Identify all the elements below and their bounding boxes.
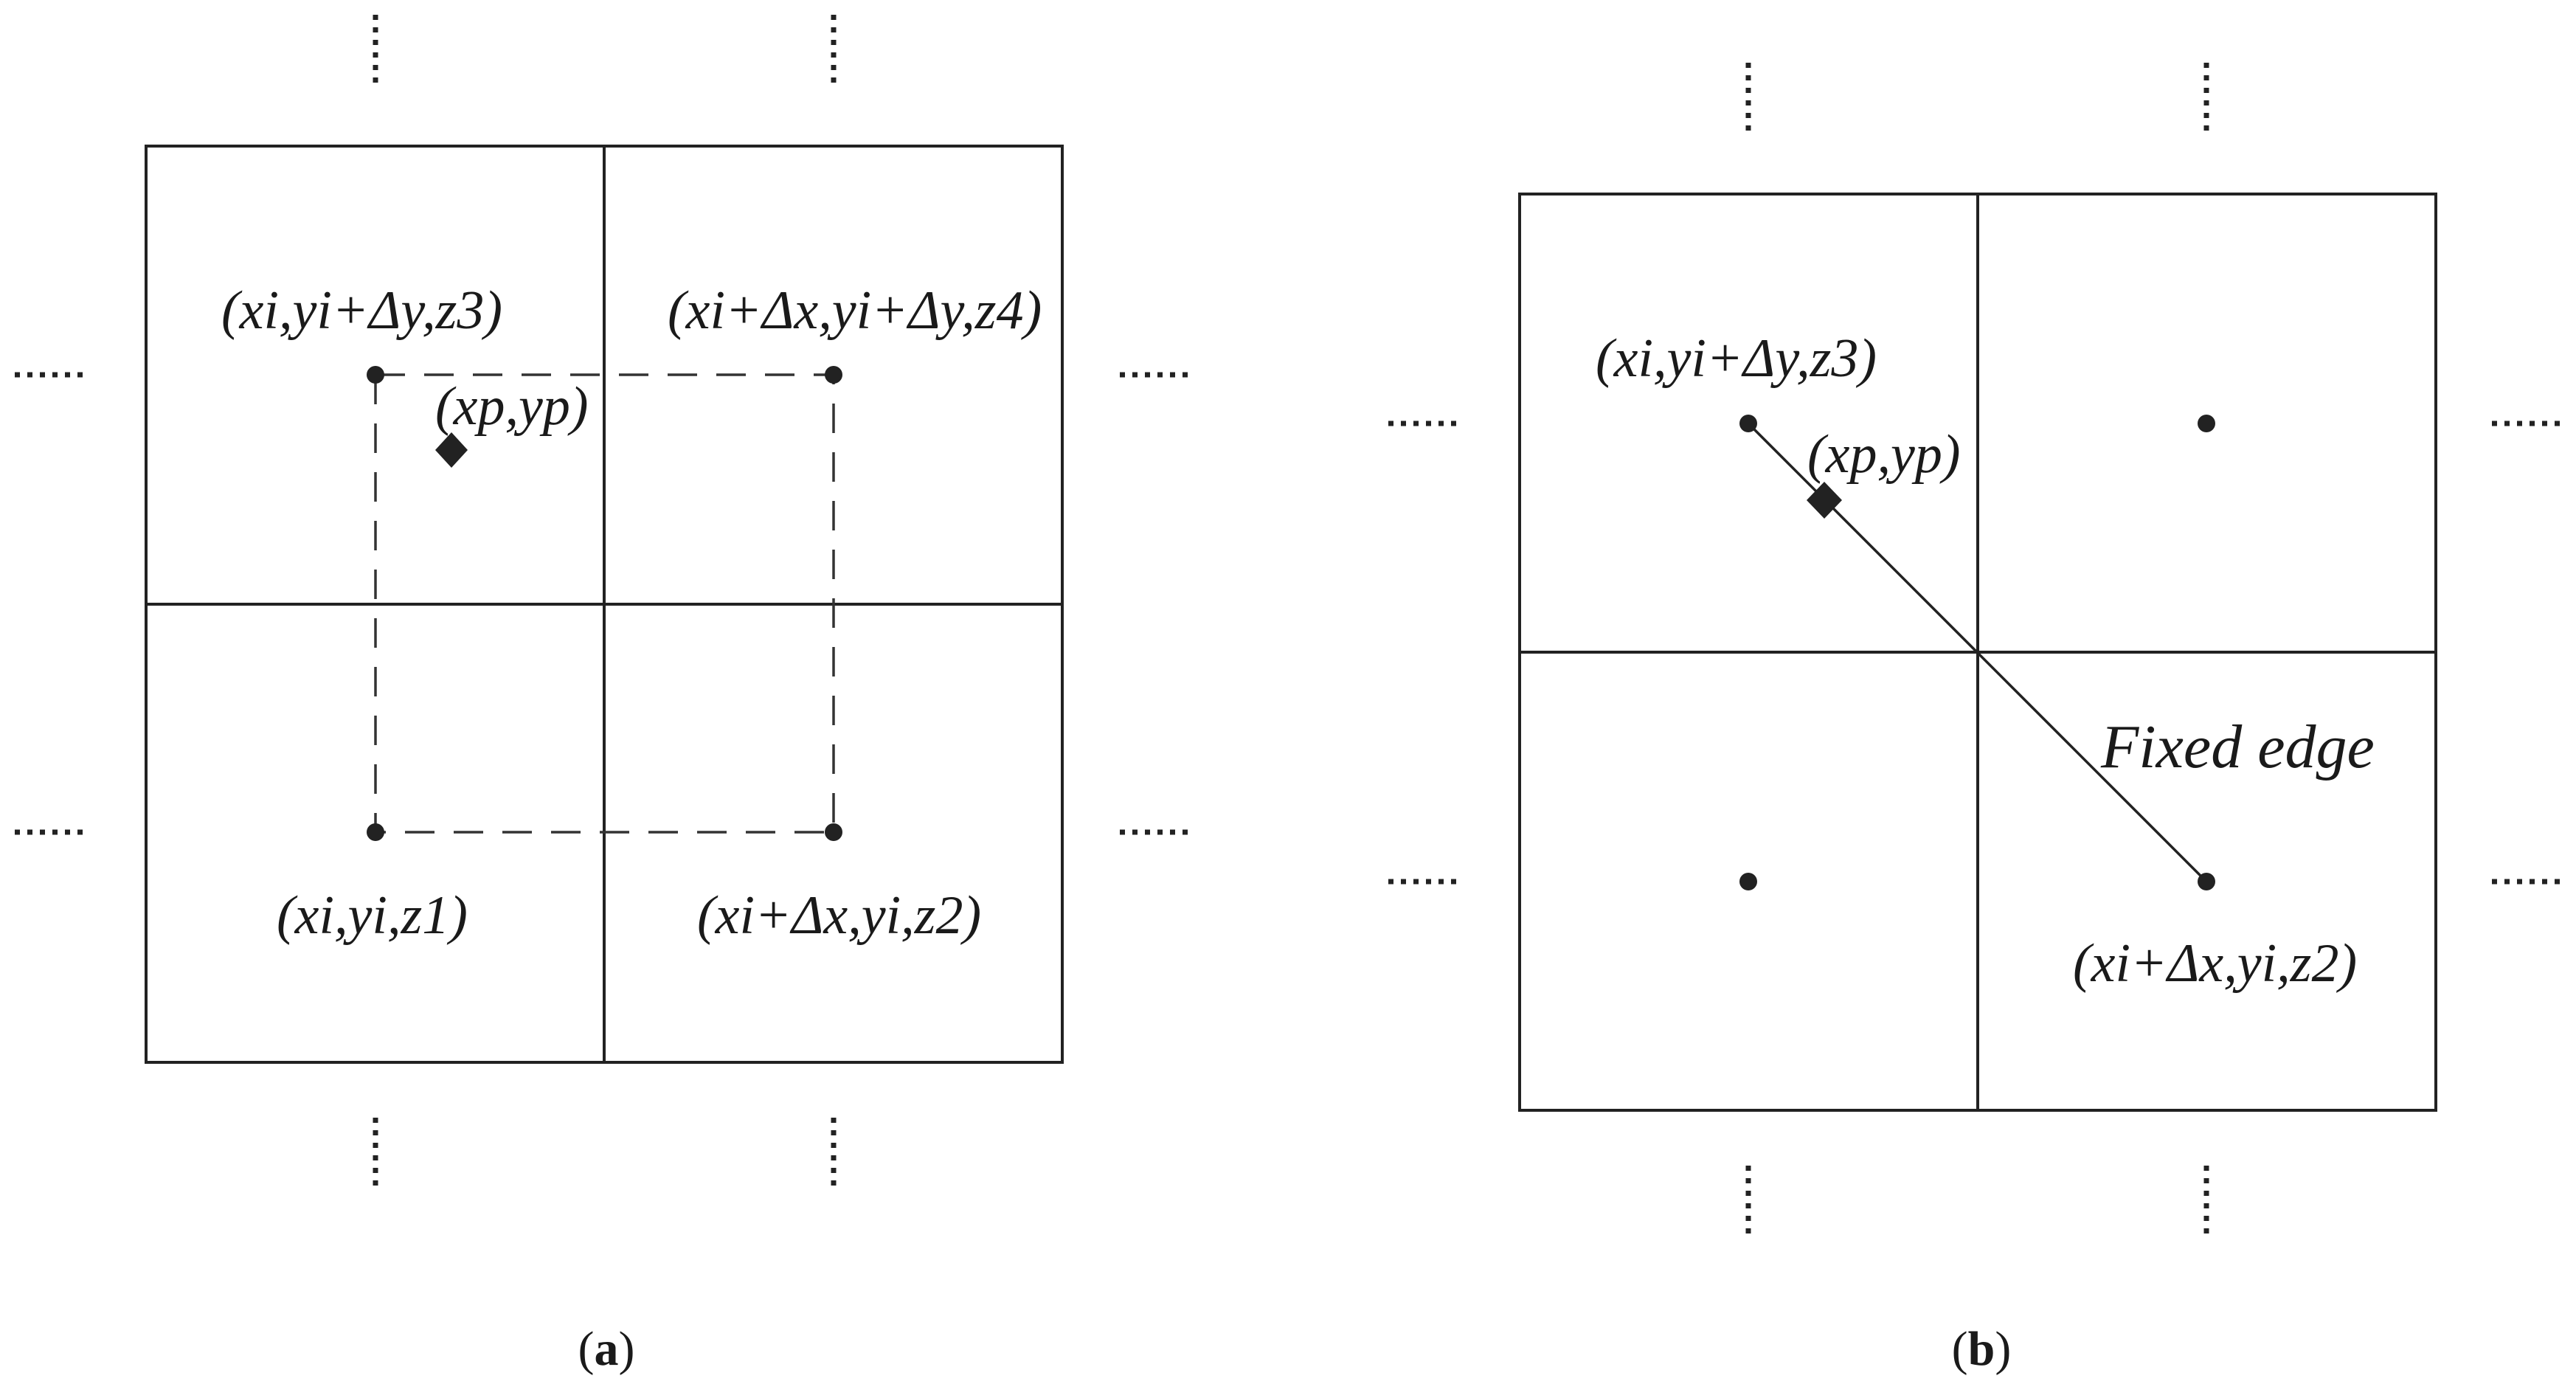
panel-a-label-query: (xp,yp) <box>435 376 588 437</box>
panel-a-node-bottom-right <box>825 823 842 841</box>
panel-a: (xi,yi+Δy,z3) (xi+Δx,yi+Δy,z4) (xp,yp) (… <box>15 15 1195 1376</box>
panel-b-caption-open: ( <box>1952 1322 1968 1376</box>
panel-a-label-top-left: (xi,yi+Δy,z3) <box>221 280 502 341</box>
panel-b-node-top-right <box>2198 415 2215 432</box>
panel-a-query-point-marker <box>435 432 468 468</box>
panel-b-label-top-left: (xi,yi+Δy,z3) <box>1596 328 1877 389</box>
panel-b-caption-letter: b <box>1968 1322 1995 1376</box>
panel-a-label-bottom-right: (xi+Δx,yi,z2) <box>697 885 981 946</box>
panel-b: (xi,yi+Δy,z3) (xp,yp) Fixed edge (xi+Δx,… <box>1388 63 2567 1376</box>
panel-a-caption-letter: a <box>595 1322 619 1376</box>
panel-b-caption-close: ) <box>1995 1322 2011 1376</box>
panel-a-caption-close: ) <box>619 1322 635 1376</box>
panel-b-query-point-marker <box>1807 482 1842 519</box>
panel-a-caption-open: ( <box>578 1322 595 1376</box>
panel-a-node-top-right <box>825 366 842 384</box>
panel-b-caption: (b) <box>1952 1322 2012 1376</box>
panel-a-node-bottom-left <box>367 823 384 841</box>
panel-a-label-top-right: (xi+Δx,yi+Δy,z4) <box>668 280 1042 341</box>
panel-a-node-top-left <box>367 366 384 384</box>
panel-b-node-bottom-left <box>1739 873 1757 890</box>
panel-b-node-top-left <box>1739 415 1757 432</box>
panel-b-node-bottom-right <box>2198 873 2215 890</box>
panel-a-label-bottom-left: (xi,yi,z1) <box>277 885 468 946</box>
panel-a-interpolation-rect <box>374 373 835 834</box>
panel-a-caption: (a) <box>578 1322 635 1376</box>
panel-b-label-query: (xp,yp) <box>1807 424 1960 485</box>
panel-b-fixed-edge-label: Fixed edge <box>2100 713 2375 781</box>
panel-b-label-bottom-right: (xi+Δx,yi,z2) <box>2073 933 2357 994</box>
